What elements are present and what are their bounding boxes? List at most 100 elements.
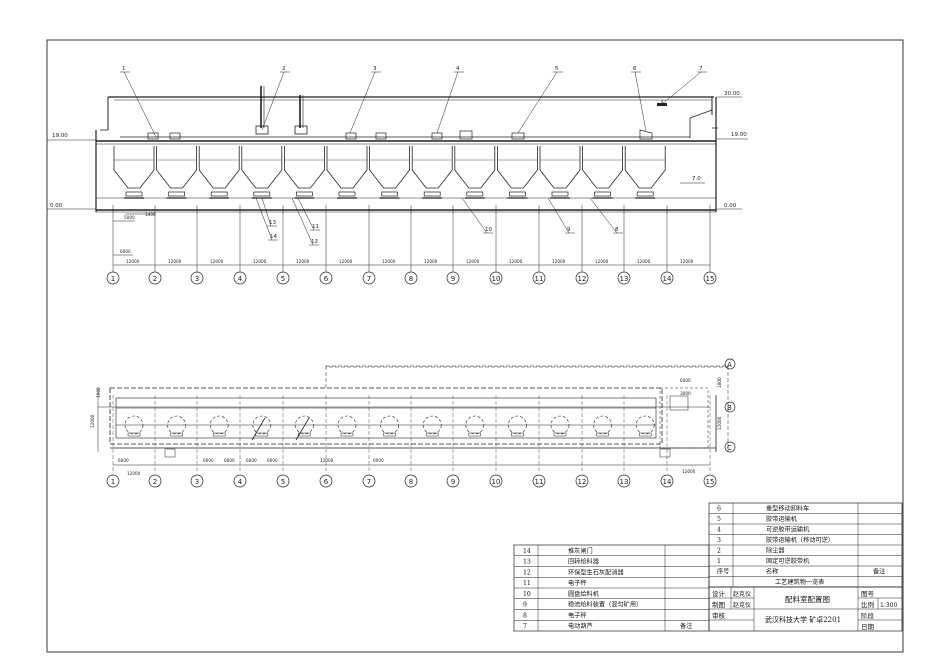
axis-bubble xyxy=(660,271,674,285)
axis-label: 5 xyxy=(281,275,285,283)
plan-axis-bubble xyxy=(233,474,247,488)
axis-bubble xyxy=(404,271,418,285)
dim-plan-r1: 6400 xyxy=(680,378,691,383)
dim-elev-d1: 1400 xyxy=(145,212,156,217)
plan-dim: 12000 xyxy=(320,458,334,463)
tb-design-label: 设计 xyxy=(712,589,726,598)
span-dim: 12000 xyxy=(339,259,353,264)
elev-right-base: 0.00 xyxy=(724,203,737,209)
plan-axis-label: 14 xyxy=(663,478,672,486)
axis-label: 7 xyxy=(367,275,371,283)
elev-roof: 30.00 xyxy=(724,91,740,97)
span-dim: 12000 xyxy=(637,259,651,264)
span-dim: 12000 xyxy=(509,259,523,264)
tb-scale-label: 比例 xyxy=(861,600,874,609)
axis-bubble xyxy=(489,271,503,285)
disk-feeder xyxy=(210,191,228,197)
bin-hoppers xyxy=(113,146,666,199)
table-cell-no: 11 xyxy=(523,580,531,587)
plan-axis-bubble xyxy=(703,474,717,488)
table-cell-name: 电子秤 xyxy=(568,579,587,587)
table-cell-no: 5 xyxy=(717,516,721,523)
span-dim: 12000 xyxy=(466,259,480,264)
axis-label: 10 xyxy=(492,275,501,283)
bin-hopper xyxy=(198,146,240,189)
span-dim: 12000 xyxy=(680,259,694,264)
bin-hopper xyxy=(539,146,581,189)
elev-right-top: 19.00 xyxy=(731,132,747,138)
plan-axis-bubble xyxy=(489,474,503,488)
bin-hopper xyxy=(454,146,496,189)
dim-elev-d2: 5000 xyxy=(124,215,135,220)
plan-axis-label: 8 xyxy=(409,478,413,486)
table-cell-note: 备注 xyxy=(680,622,692,630)
tb-school: 武汉科技大学 矿卓2201 xyxy=(765,615,841,624)
plan-bin xyxy=(508,415,527,435)
table-cell-name: 电动葫芦 xyxy=(568,622,593,630)
plan-axis-bubble xyxy=(362,474,376,488)
plan-axis-label: 2 xyxy=(153,478,157,486)
bin-hopper xyxy=(369,146,411,189)
table-cell-name: 圆盘给料机 xyxy=(568,590,600,598)
table-cell-no: 8 xyxy=(523,612,527,619)
axis-bubble xyxy=(362,271,376,285)
callout-label: 3 xyxy=(373,66,377,72)
plan-dim: 6000 xyxy=(373,458,384,463)
plan-axis-label: 3 xyxy=(195,478,199,486)
axis-bubble xyxy=(575,271,589,285)
tb-draw-label: 制图 xyxy=(712,600,725,609)
plan-bin xyxy=(550,415,570,435)
span-dim: 12000 xyxy=(382,259,396,264)
plan-axis-label: 9 xyxy=(451,478,455,486)
table-cell-name: 稳流给料装置（混匀矿用） xyxy=(568,601,642,609)
tb-stage: 阶段 xyxy=(861,611,875,620)
axis-label: 14 xyxy=(663,275,672,283)
callout-label: 8 xyxy=(615,227,619,233)
plan-axis-label: 7 xyxy=(367,478,371,486)
table-cell-no: 13 xyxy=(523,559,531,566)
axis-label: 1 xyxy=(111,275,115,283)
table-cell-no: 12 xyxy=(523,569,531,576)
plan-axis-label: 10 xyxy=(492,478,501,486)
table-cell-no: 10 xyxy=(523,591,531,598)
plan-bin xyxy=(593,415,612,435)
bin-hopper xyxy=(113,146,155,189)
plan-bin xyxy=(422,415,442,435)
plan-axis-label: 13 xyxy=(620,478,629,486)
plan-bin xyxy=(465,415,485,435)
plan-bin xyxy=(337,415,357,435)
span-dim: 12000 xyxy=(552,259,566,264)
elev-left-base: 0.00 xyxy=(50,203,63,209)
dim-plan-w2: 1600 xyxy=(96,387,101,398)
plan-dim: 12000 xyxy=(127,471,141,476)
tb-drawing-title: 配料室配置图 xyxy=(785,594,830,604)
plan-axis-bubble xyxy=(617,474,631,488)
callout-label: 2 xyxy=(282,66,286,72)
bin-hopper xyxy=(624,146,666,189)
plan-axis-label: 15 xyxy=(706,478,715,486)
disk-feeder xyxy=(551,191,569,197)
callout-label: 11 xyxy=(312,224,319,230)
span-dim: 12000 xyxy=(253,259,267,264)
axis-label: 8 xyxy=(409,275,413,283)
disk-feeder xyxy=(296,191,313,197)
table-cell-name: 电子秤 xyxy=(568,611,587,619)
plan-axis-bubble xyxy=(660,474,674,488)
disk-feeder xyxy=(168,191,185,197)
plan-axis-label: 4 xyxy=(238,478,243,486)
table-cell-name: 重型移动卸料车 xyxy=(766,505,809,513)
axis-label: 3 xyxy=(195,275,199,283)
axis-bubble xyxy=(319,271,333,285)
plan-axis-bubble xyxy=(404,474,418,488)
tb-date: 日期 xyxy=(861,623,875,631)
table-cell-name: 胶带运输机 xyxy=(766,515,798,523)
axis-bubble xyxy=(233,271,247,285)
axis-bubble xyxy=(703,271,717,285)
table-cell-note: 备注 xyxy=(873,568,885,576)
span-dim: 12000 xyxy=(126,259,140,264)
